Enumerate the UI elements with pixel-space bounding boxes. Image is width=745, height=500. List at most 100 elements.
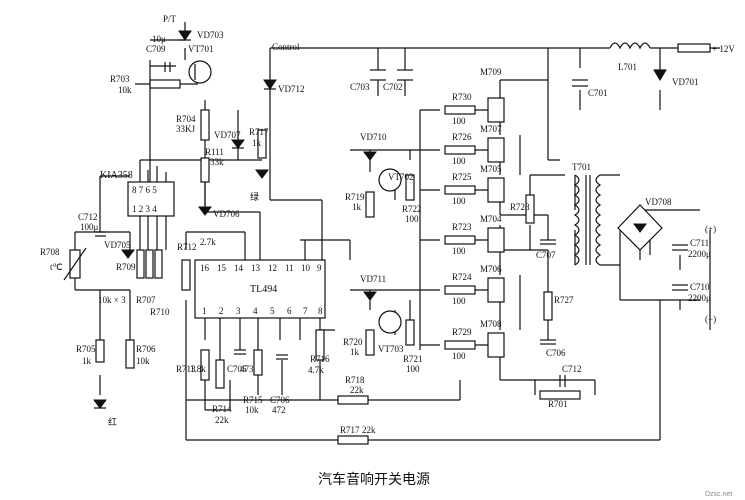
label-c712a-val: 100μ [80,222,99,232]
label-r728: R728 [510,202,530,212]
label-r111: R111 [205,147,224,157]
tl494-pin: 11 [285,263,294,273]
label-r720-val: 1k [350,347,360,357]
label-r701: R701 [548,399,568,409]
label-r706-val: 10k [136,356,150,366]
labels: P/T Control + 12V (+) (−) VD703 10μ C709… [40,14,735,498]
label-r730: R730 [452,92,472,102]
label-r716-val: 4.7k [308,365,324,375]
label-c709: C709 [146,44,166,54]
watermark: Dzsc.net [705,491,732,498]
diagram-caption: 汽车音响开关电源 [318,471,430,488]
label-r714-val: 22k [215,415,229,425]
label-r719: R719 [345,192,365,202]
label-r707: R707 [136,295,156,305]
label-vd701: VD701 [672,77,699,87]
label-vd708: VD708 [645,197,672,207]
kia358-pins-top: 8 7 6 5 [132,185,157,195]
label-r704-val: 33KJ [176,124,195,134]
label-r717a: R717 [249,127,269,137]
label-vd703: VD703 [197,30,224,40]
label-r719-val: 1k [352,202,362,212]
tl494-top-pins: 16 15 14 13 12 11 10 9 [200,263,322,273]
net-plus: (+) [705,224,716,234]
label-m707: M707 [480,124,502,134]
label-c702: C702 [383,82,403,92]
label-r727: R727 [554,295,574,305]
label-c705-val: 473 [240,364,254,374]
label-r718: R718 [345,375,365,385]
tl494-pin: 4 [253,306,258,316]
tl494-pin: 1 [202,306,207,316]
label-red: 红 [108,416,117,427]
label-r724: R724 [452,272,472,282]
tl494-pin: 9 [317,263,322,273]
label-vd705: VD705 [104,240,131,250]
label-c710-val: 2200μ [688,293,711,303]
label-t701: T701 [572,162,591,172]
label-c712a: C712 [78,212,98,222]
label-r729: R729 [452,327,472,337]
label-r716: R716 [310,354,330,364]
tl494-pin: 8 [318,306,323,316]
label-vt701: VT701 [188,44,214,54]
label-vd707: VD707 [214,130,241,140]
label-l701: L701 [618,62,637,72]
tl494-chip [194,259,326,319]
label-c701: C701 [588,88,608,98]
label-r111-val: 33k [210,157,224,167]
label-r708-temp: t℃ [50,262,63,272]
label-r710: R710 [150,307,170,317]
label-green: 绿 [250,191,259,202]
label-r720: R720 [343,337,363,347]
kia358-name: KIA358 [100,170,133,181]
label-r712: R712 [177,242,197,252]
label-r726: R726 [452,132,472,142]
net-pt: P/T [163,14,177,24]
resistor-symbol [200,157,210,183]
label-r724-val: 100 [452,296,466,306]
label-r714: R714 [212,404,232,414]
label-r726-val: 100 [452,156,466,166]
label-r715-val: 10k [245,405,259,415]
tl494-pin: 2 [219,306,224,316]
tl494-bottom-pins: 1 2 3 4 5 6 7 8 [202,306,323,316]
label-r729-val: 100 [452,351,466,361]
net-12v: + 12V [712,44,735,54]
label-r717b-val: 22k [362,425,376,435]
label-c706b: C706 [546,348,566,358]
kia358-pins-bottom: 1 2 3 4 [132,204,157,214]
label-c711-val: 2200μ [688,249,711,259]
label-m708: M708 [480,319,502,329]
tl494-name: TL494 [250,284,277,295]
resistor-symbol [181,259,191,291]
label-r717b: R717 [340,425,360,435]
resistor-symbol [149,79,181,89]
label-m705: M705 [480,164,502,174]
label-r709: R709 [116,262,136,272]
tl494-pin: 14 [234,263,244,273]
label-vt702: VT702 [388,172,414,182]
resistor-symbol [200,109,210,141]
label-r705-val: 1k [82,356,92,366]
label-c707: C707 [536,250,556,260]
label-r703-val: 10k [118,85,132,95]
label-m706: M706 [480,264,502,274]
label-r725-val: 100 [452,196,466,206]
label-r715: R715 [243,395,263,405]
components [63,30,711,445]
label-vd710: VD710 [360,132,387,142]
label-vd712: VD712 [278,84,305,94]
label-r713-val: 1.8k [190,364,206,374]
label-r713: R713 [176,364,196,374]
label-c709-val: 10μ [152,34,166,44]
tl494-pin: 12 [268,263,277,273]
label-r709-val: 10k × 3 [98,295,126,305]
net-minus: (−) [705,314,716,324]
label-m709: M709 [480,67,502,77]
tl494-pin: 16 [200,263,210,273]
label-c706a-val: 472 [272,405,286,415]
label-vt703: VT703 [378,344,404,354]
